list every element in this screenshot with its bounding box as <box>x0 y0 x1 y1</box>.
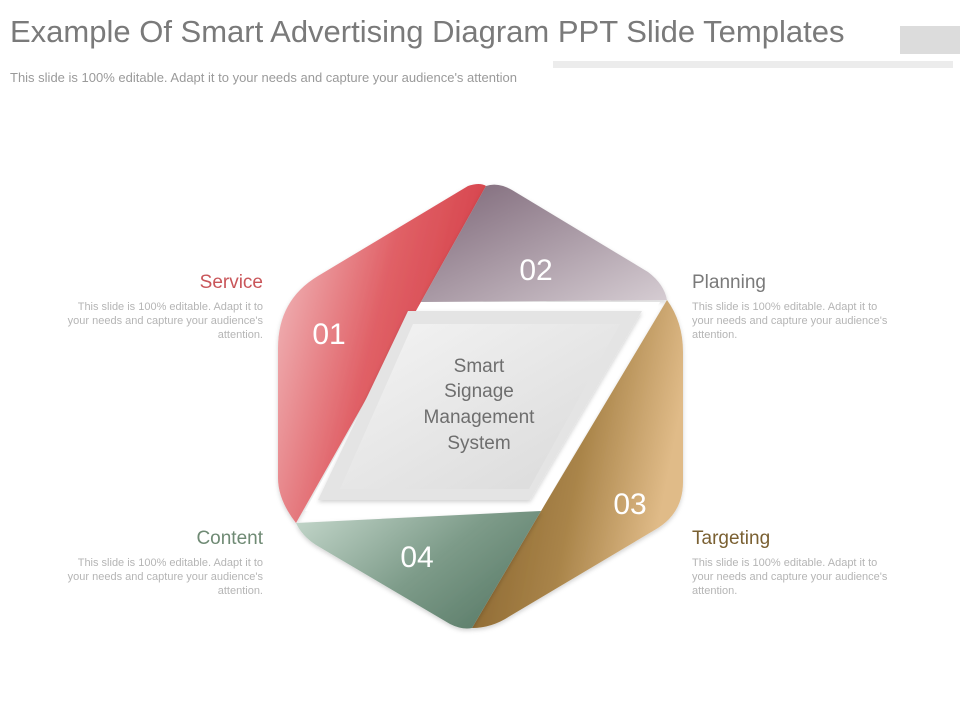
label-service-title: Service <box>199 272 263 293</box>
segment-04-shape <box>296 511 541 629</box>
label-planning-desc: This slide is 100% editable. Adapt it to… <box>692 301 888 341</box>
center-text-line-4: System <box>447 433 510 454</box>
label-planning: Planning This slide is 100% editable. Ad… <box>692 272 892 342</box>
segment-01-number: 01 <box>312 318 345 351</box>
label-service: Service This slide is 100% editable. Ada… <box>63 272 263 342</box>
label-targeting-desc: This slide is 100% editable. Adapt it to… <box>692 557 888 597</box>
center-text-line-2: Signage <box>444 381 514 402</box>
center-panel-inner <box>340 324 620 489</box>
segment-04-number: 04 <box>400 541 433 574</box>
header-decoration-box <box>900 26 960 54</box>
label-service-desc: This slide is 100% editable. Adapt it to… <box>67 301 263 341</box>
segment-02-shape <box>421 184 667 302</box>
center-text-line-1: Smart <box>454 356 505 377</box>
page-subtitle: This slide is 100% editable. Adapt it to… <box>10 70 517 85</box>
segment-02-number: 02 <box>519 254 552 287</box>
label-content: Content This slide is 100% editable. Ada… <box>63 528 263 598</box>
label-targeting: Targeting This slide is 100% editable. A… <box>692 528 892 598</box>
center-text-line-3: Management <box>424 407 536 428</box>
segment-03-shape <box>472 300 683 628</box>
segment-01-shape <box>278 184 486 523</box>
label-targeting-title: Targeting <box>692 528 771 549</box>
label-content-title: Content <box>196 528 263 549</box>
header-decoration-line <box>553 61 953 68</box>
page-title: Example Of Smart Advertising Diagram PPT… <box>10 14 845 49</box>
label-planning-title: Planning <box>692 272 766 293</box>
label-content-desc: This slide is 100% editable. Adapt it to… <box>67 557 263 597</box>
segment-03-number: 03 <box>613 488 646 521</box>
